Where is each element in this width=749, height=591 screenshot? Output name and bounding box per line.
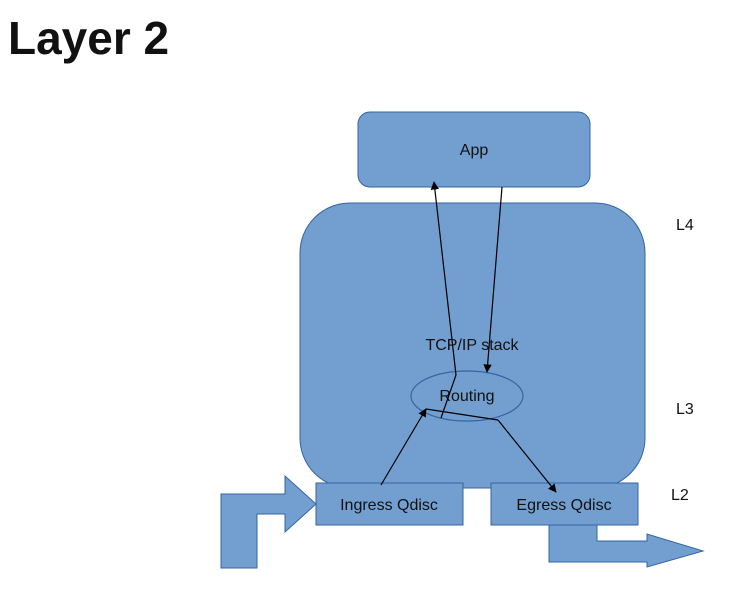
slide-title: Layer 2 bbox=[8, 12, 170, 64]
ingress-qdisc-label: Ingress Qdisc bbox=[340, 497, 438, 514]
outgoing-flow-arrow bbox=[548, 524, 705, 568]
layer-label-l2: L2 bbox=[671, 487, 689, 504]
egress-qdisc-label: Egress Qdisc bbox=[516, 497, 611, 514]
routing-ellipse bbox=[410, 370, 524, 422]
app-label: App bbox=[460, 142, 489, 159]
layer-label-l3: L3 bbox=[676, 401, 694, 418]
app-to-routing-arrow bbox=[483, 186, 503, 373]
routing-to-app-arrow bbox=[430, 181, 457, 376]
routing-to-egress-arrow bbox=[425, 408, 499, 421]
ingress-qdisc-box bbox=[315, 482, 464, 526]
tcpip-stack-label: TCP/IP stack bbox=[425, 337, 519, 354]
egress-qdisc-box bbox=[490, 482, 639, 526]
routing-to-egress-arrow-lower bbox=[497, 419, 557, 493]
ingress-to-routing-arrow bbox=[380, 408, 427, 486]
incoming-flow-arrow bbox=[220, 474, 317, 569]
routing-label: Routing bbox=[439, 388, 494, 405]
tcpip-stack-box bbox=[299, 202, 646, 489]
routing-to-app-arrow-lower bbox=[440, 374, 457, 419]
app-box bbox=[357, 111, 591, 188]
layer-label-l4: L4 bbox=[676, 217, 694, 234]
